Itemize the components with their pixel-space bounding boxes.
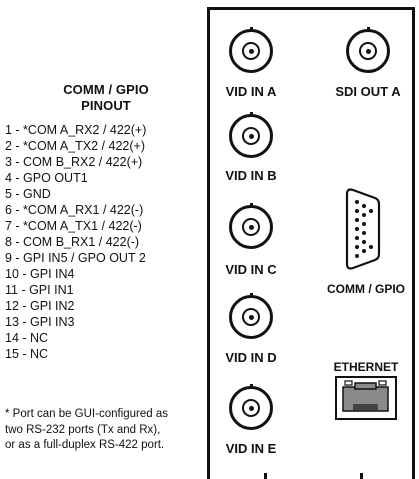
bnc-stud-icon bbox=[366, 27, 370, 31]
pin-11: 11 - GPI IN1 bbox=[5, 283, 74, 297]
bnc-stud-icon bbox=[249, 112, 253, 116]
ethernet-jack-icon bbox=[342, 380, 389, 412]
pin-4: 4 - GPO OUT1 bbox=[5, 171, 88, 185]
vid-in-d-label: VID IN D bbox=[225, 350, 277, 365]
bnc-center-pin-icon bbox=[248, 224, 254, 230]
vid-in-d-bnc-connector bbox=[229, 293, 273, 339]
footnote-line-1: * Port can be GUI-configured as bbox=[5, 408, 168, 420]
vid-in-a-label: VID IN A bbox=[225, 84, 277, 99]
sdi-out-a-label: SDI OUT A bbox=[335, 84, 401, 99]
pin-8: 8 - COM B_RX1 / 422(-) bbox=[5, 235, 140, 249]
comm-gpio-label: COMM / GPIO bbox=[327, 282, 405, 296]
bnc-center-pin-icon bbox=[248, 133, 254, 139]
vid-in-e-label: VID IN E bbox=[225, 441, 277, 456]
pin-13: 13 - GPI IN3 bbox=[5, 315, 75, 329]
footnote-line-3: or as a full-duplex RS-422 port. bbox=[5, 439, 165, 451]
ethernet-label: ETHERNET bbox=[333, 360, 399, 374]
comm-gpio-db15-connector-icon bbox=[345, 188, 381, 270]
bnc-stud-icon bbox=[249, 384, 253, 388]
ethernet-port bbox=[335, 376, 397, 420]
pinout-title: COMM / GPIO PINOUT bbox=[35, 82, 177, 114]
vid-in-b-bnc-connector bbox=[229, 112, 273, 158]
footnote: * Port can be GUI-configured as two RS-2… bbox=[5, 407, 205, 454]
bnc-center-pin-icon bbox=[248, 405, 254, 411]
bnc-stud-icon bbox=[249, 203, 253, 207]
sdi-out-a-bnc-connector bbox=[346, 27, 390, 73]
pin-14: 14 - NC bbox=[5, 331, 49, 345]
bnc-center-pin-icon bbox=[248, 48, 254, 54]
footnote-line-2: two RS-232 ports (Tx and Rx), bbox=[5, 423, 161, 436]
bnc-center-pin-icon bbox=[248, 314, 254, 320]
vid-in-e-bnc-connector bbox=[229, 384, 273, 430]
bnc-stud-icon bbox=[249, 27, 253, 31]
vid-in-c-bnc-connector bbox=[229, 203, 273, 249]
bnc-center-pin-icon bbox=[365, 48, 371, 54]
vid-in-c-label: VID IN C bbox=[225, 262, 277, 277]
vid-in-b-label: VID IN B bbox=[225, 168, 277, 183]
pin-12: 12 - GPI IN2 bbox=[5, 299, 75, 313]
pin-9: 9 - GPI IN5 / GPO OUT 2 bbox=[5, 251, 146, 265]
pinout-title-line2: PINOUT bbox=[81, 98, 131, 113]
panel-edge-tick bbox=[264, 473, 267, 479]
pin-1: 1 - *COM A_RX2 / 422(+) bbox=[5, 123, 147, 137]
bnc-stud-icon bbox=[249, 293, 253, 297]
panel-edge-tick bbox=[360, 473, 363, 479]
pin-6: 6 - *COM A_RX1 / 422(-) bbox=[5, 203, 144, 217]
pin-3: 3 - COM B_RX2 / 422(+) bbox=[5, 155, 143, 169]
pin-15: 15 - NC bbox=[5, 347, 49, 361]
pin-5: 5 - GND bbox=[5, 187, 51, 201]
vid-in-a-bnc-connector bbox=[229, 27, 273, 73]
pinout-title-line1: COMM / GPIO bbox=[63, 82, 149, 97]
pin-2: 2 - *COM A_TX2 / 422(+) bbox=[5, 139, 145, 153]
pin-10: 10 - GPI IN4 bbox=[5, 267, 75, 281]
pinout-list: 1 - *COM A_RX2 / 422(+) 2 - *COM A_TX2 /… bbox=[5, 122, 146, 362]
rear-panel: VID IN A SDI OUT A VID IN B VID IN C bbox=[207, 7, 415, 479]
pin-7: 7 - *COM A_TX1 / 422(-) bbox=[5, 219, 142, 233]
